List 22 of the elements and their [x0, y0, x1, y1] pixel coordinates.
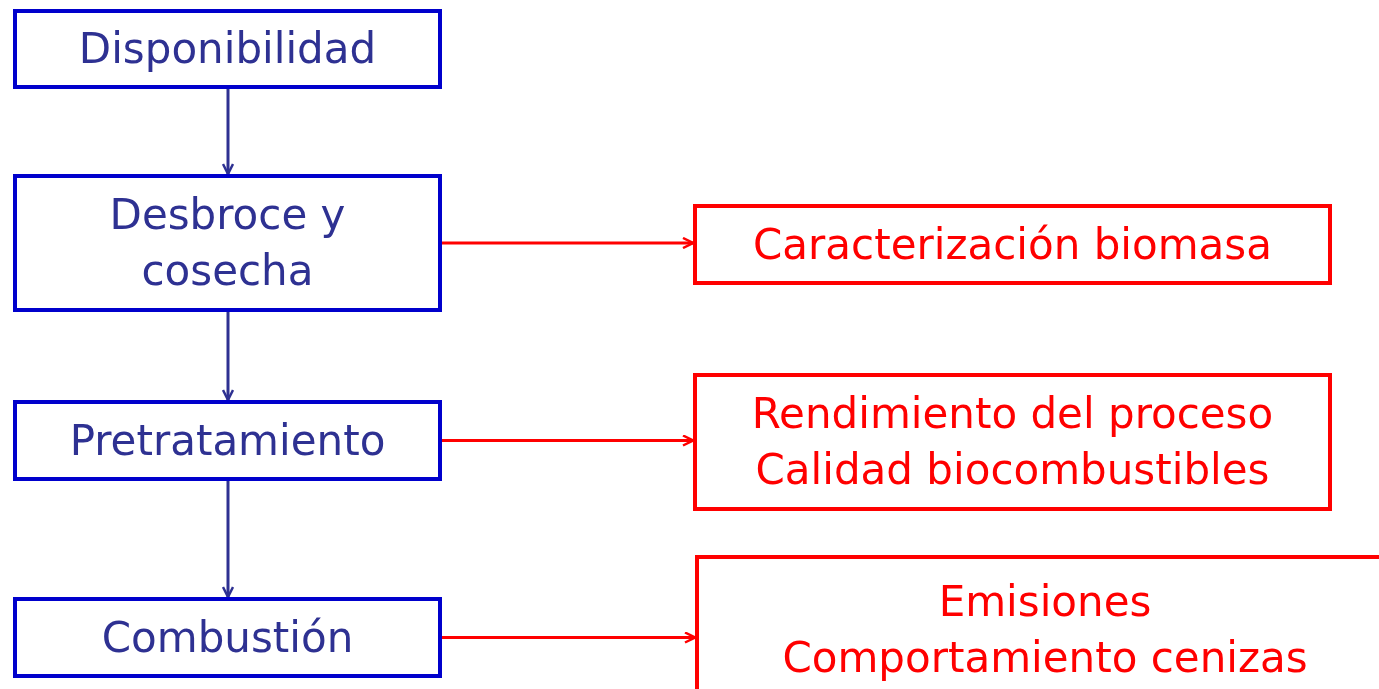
box-label: Comportamiento cenizas	[782, 632, 1308, 684]
box-label: Combustión	[101, 611, 354, 664]
process-box	[13, 174, 442, 312]
arrow	[442, 434, 695, 447]
process-box	[13, 400, 442, 481]
process-box	[13, 597, 442, 678]
box-label: Emisiones	[938, 576, 1152, 629]
arrow	[442, 236, 695, 250]
arrow	[442, 631, 697, 644]
box-label: Calidad biocombustibles	[755, 444, 1270, 496]
box-label: Disponibilidad	[78, 23, 377, 76]
arrow	[221, 312, 235, 402]
box-label: Rendimiento del proceso	[751, 388, 1274, 441]
box-label: Desbroce y cosecha	[108, 189, 347, 297]
process-box	[695, 555, 1379, 689]
box-label: Caracterización biomasa	[753, 218, 1272, 271]
process-box	[13, 9, 442, 89]
box-label: Pretratamiento	[69, 414, 386, 467]
process-box	[693, 373, 1332, 511]
arrow	[221, 481, 235, 599]
arrow	[221, 89, 235, 176]
process-box	[693, 204, 1332, 285]
